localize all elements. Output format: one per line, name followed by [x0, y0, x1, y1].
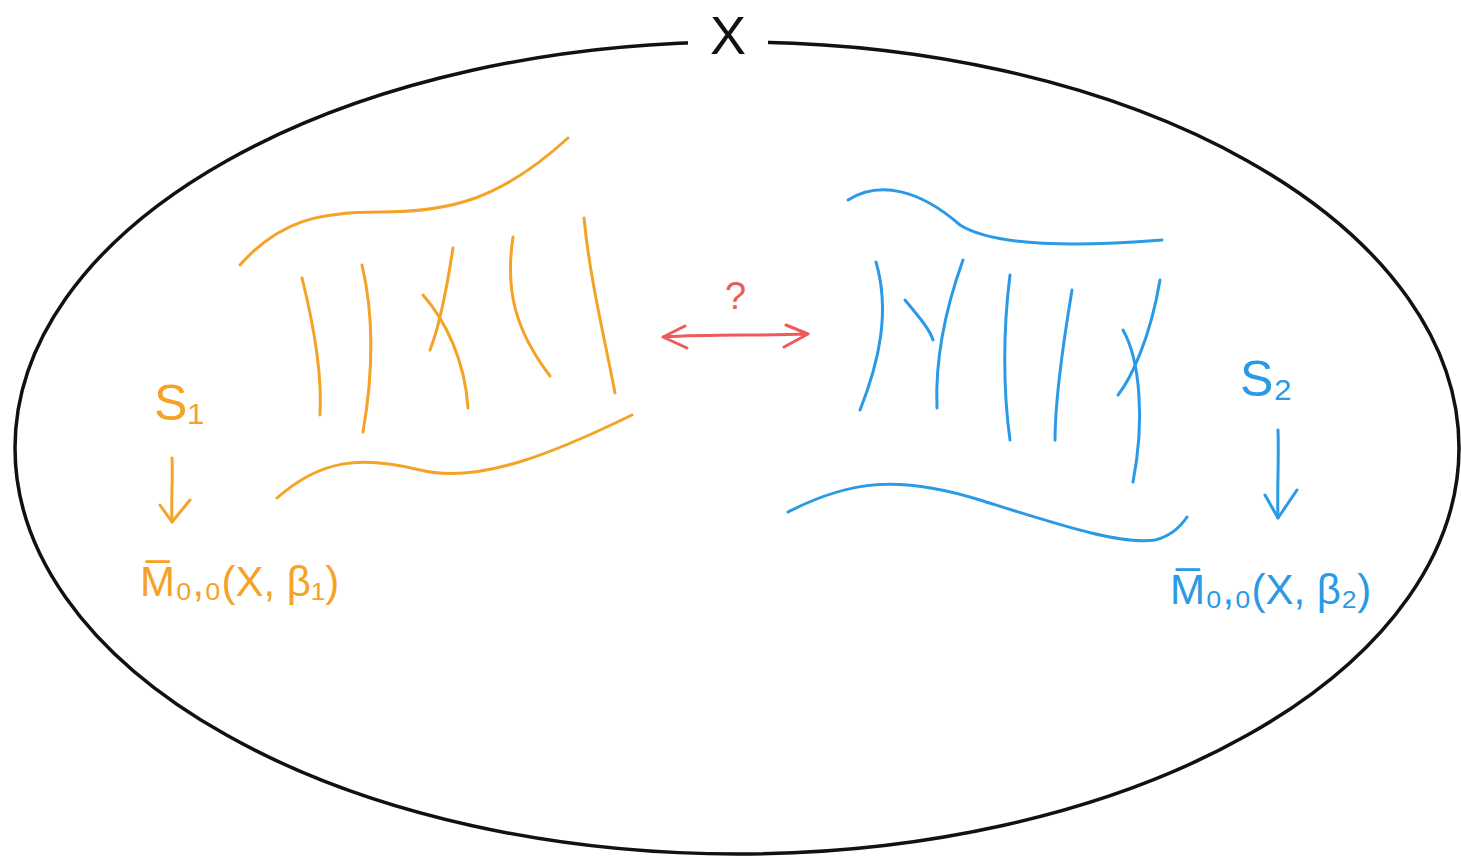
moduli-space-label: M̅₀,₀(X, β₁) — [136, 558, 343, 606]
edge-label: ? — [721, 275, 750, 319]
orange-surface: S₁ — [140, 130, 655, 505]
arrow-line — [663, 325, 808, 348]
down-arrow — [170, 458, 174, 522]
double-arrow — [663, 325, 808, 348]
arrow-head — [1265, 490, 1297, 518]
node-label: S₂ — [1240, 352, 1293, 407]
node-label: X — [688, 6, 768, 65]
arrow-head — [160, 500, 190, 522]
space-ellipse-outline — [12, 40, 1460, 855]
space-ellipse: XS₁S₂ — [12, 40, 1460, 855]
moduli-space-label: M̅₀,₀(X, β₂) — [1166, 566, 1375, 614]
down-arrow — [1276, 430, 1280, 518]
node-label: S₁ — [154, 376, 204, 431]
orange-surface-outline — [140, 130, 655, 505]
blue-surface: S₂ — [800, 180, 1320, 550]
